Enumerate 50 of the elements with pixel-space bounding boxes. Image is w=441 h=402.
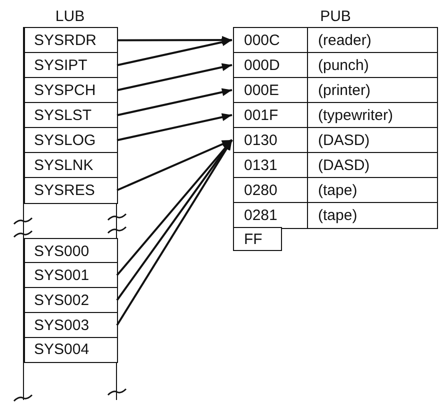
table-row — [24, 102, 118, 128]
table-row — [24, 337, 118, 362]
entry-name: SYS000 — [33, 242, 90, 262]
arrow — [116, 113, 232, 142]
table-row — [24, 52, 118, 78]
table-row — [233, 202, 438, 228]
table-row — [24, 262, 118, 288]
table-row — [24, 287, 118, 314]
device-type: (tape) — [317, 206, 358, 226]
device-type: (reader) — [317, 30, 372, 51]
arrow — [116, 63, 232, 92]
table-row — [233, 52, 438, 78]
table-heading: LUB — [54, 8, 86, 25]
table-row — [233, 127, 438, 154]
device-type: (tape) — [317, 180, 358, 201]
table-row — [24, 27, 118, 54]
table-row — [233, 102, 438, 128]
table-row — [24, 152, 118, 178]
arrow — [117, 36, 232, 44]
table-row — [24, 127, 118, 154]
table-row — [24, 177, 118, 204]
entry-name: SYSPCH — [33, 80, 96, 101]
table-row — [233, 152, 438, 178]
table-row — [233, 27, 438, 54]
table-row — [24, 312, 118, 338]
entry-name: SYS003 — [33, 316, 90, 336]
entry-name: SYS004 — [33, 340, 90, 360]
table-row — [24, 77, 118, 104]
table-row — [233, 77, 438, 104]
entry-name: FF — [243, 230, 264, 250]
arrow — [116, 139, 233, 276]
entry-name: SYS001 — [33, 266, 90, 286]
table-row — [233, 177, 438, 204]
entry-name: SYSRES — [33, 180, 95, 201]
table-heading: PUB — [319, 8, 352, 25]
device-type: (DASD) — [317, 130, 370, 151]
entry-name: SYSIPT — [33, 56, 88, 76]
entry-name: SYSLST — [33, 106, 92, 126]
device-type: (typewriter) — [317, 106, 394, 126]
arrow — [116, 88, 232, 116]
entry-name: SYSRDR — [33, 30, 97, 51]
arrow — [116, 38, 232, 66]
entry-name: SYSLNK — [33, 156, 94, 176]
table-row — [233, 227, 282, 251]
device-type: (DASD) — [317, 156, 370, 176]
device-type: (printer) — [317, 80, 371, 101]
device-type: (punch) — [317, 56, 369, 76]
entry-name: SYSLOG — [33, 130, 96, 151]
arrow — [116, 139, 232, 192]
entry-name: SYS002 — [33, 290, 90, 311]
